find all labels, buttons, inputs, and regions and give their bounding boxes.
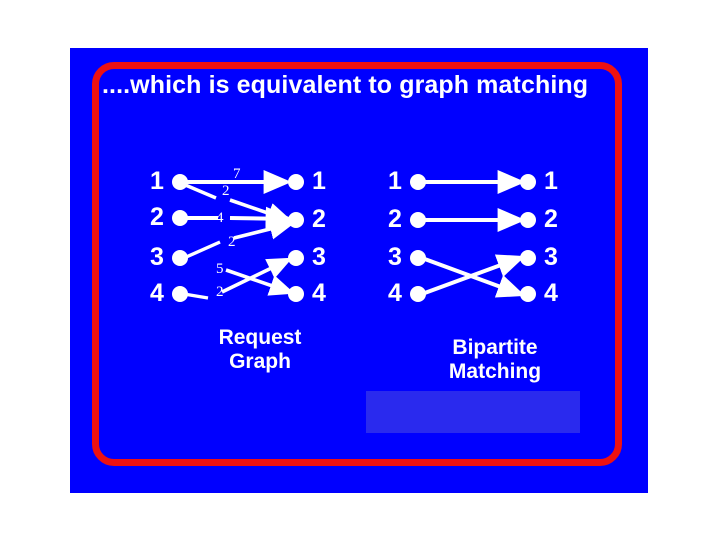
request-left-label-1: 1 (150, 167, 164, 195)
edge-3-2-stub (183, 240, 221, 260)
request-graph: 1 2 3 4 1 2 3 4 7 2 4 2 5 2 (138, 158, 348, 318)
request-graph-caption-line2: Graph (229, 349, 291, 373)
match-right-label-3: 3 (544, 243, 558, 271)
request-right-label-3: 3 (312, 243, 326, 271)
match-left-node-2 (410, 212, 426, 228)
match-right-label-2: 2 (544, 205, 558, 233)
request-graph-caption-line1: Request (218, 326, 302, 349)
weight-label-3-2: 2 (228, 234, 236, 250)
matching-graph-edges (410, 170, 536, 302)
request-left-label-3: 3 (150, 243, 164, 271)
match-right-node-2 (520, 212, 536, 228)
request-left-node-2 (172, 210, 188, 226)
match-right-node-4 (520, 286, 536, 302)
weight-label-3-4: 5 (216, 261, 224, 277)
match-left-label-3: 3 (388, 243, 402, 271)
match-left-node-4 (410, 286, 426, 302)
edge-3-2 (233, 218, 295, 240)
page-title: ....which is equivalent to graph matchin… (102, 71, 589, 99)
slide-canvas: ....which is equivalent to graph matchin… (70, 48, 648, 493)
request-left-node-3 (172, 250, 188, 266)
weight-label-2-2: 4 (216, 210, 224, 226)
request-right-label-2: 2 (312, 205, 326, 233)
request-right-node-4 (288, 286, 304, 302)
match-left-node-1 (410, 174, 426, 190)
request-right-node-2 (288, 212, 304, 228)
weight-label-1-1: 7 (233, 166, 241, 182)
match-left-label-1: 1 (388, 167, 402, 195)
bipartite-matching-graph: 1 2 3 4 1 2 3 4 (378, 158, 578, 318)
request-graph-caption: Request Graph (170, 326, 350, 373)
match-left-label-4: 4 (388, 279, 402, 307)
match-edge-4-3 (421, 254, 526, 296)
match-left-label-2: 2 (388, 205, 402, 233)
bipartite-matching-caption-line2: Matching (448, 359, 542, 383)
edge-1-2-stub (182, 182, 217, 200)
empty-content-placeholder[interactable] (366, 391, 580, 433)
request-left-label-2: 2 (150, 203, 164, 231)
request-left-node-1 (172, 174, 188, 190)
weight-label-4-3: 2 (216, 284, 224, 300)
request-right-node-3 (288, 250, 304, 266)
match-right-label-4: 4 (544, 279, 558, 307)
request-right-label-1: 1 (312, 167, 326, 195)
edge-3-4 (225, 268, 295, 296)
request-right-label-4: 4 (312, 279, 326, 307)
request-graph-edges (172, 170, 304, 302)
request-left-node-4 (172, 286, 188, 302)
weight-label-1-2: 2 (222, 183, 230, 199)
match-right-node-3 (520, 250, 536, 266)
match-left-node-3 (410, 250, 426, 266)
edge-4-3-stub (183, 292, 209, 300)
edge-2-2 (229, 206, 294, 231)
edge-4-3 (221, 257, 293, 294)
request-left-label-4: 4 (150, 279, 164, 307)
match-right-node-1 (520, 174, 536, 190)
bipartite-matching-caption: Bipartite Matching (400, 336, 590, 383)
bipartite-matching-caption-line1: Bipartite (452, 336, 538, 359)
match-right-label-1: 1 (544, 167, 558, 195)
request-right-node-1 (288, 174, 304, 190)
